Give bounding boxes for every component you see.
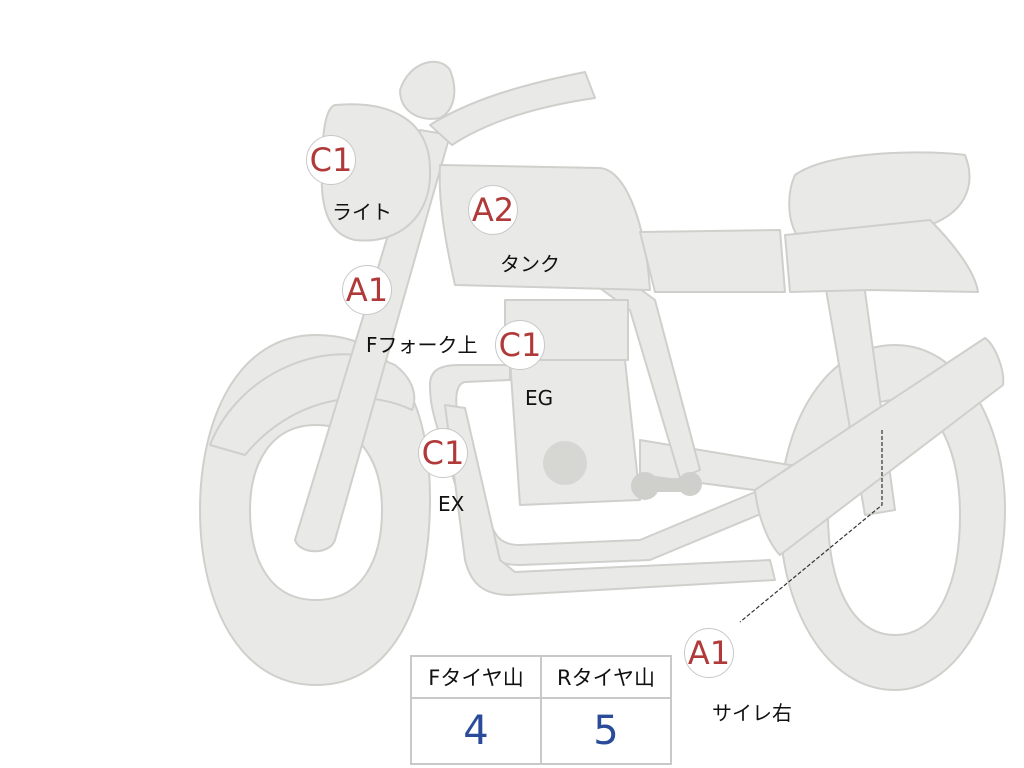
tank-grade-badge: A2 bbox=[468, 185, 518, 235]
light-grade: C1 bbox=[309, 141, 353, 179]
tank-grade: A2 bbox=[471, 191, 515, 229]
handlebar bbox=[429, 71, 596, 146]
engine-cover bbox=[543, 441, 587, 485]
muffler-right-grade: A1 bbox=[687, 634, 731, 672]
tire-tread-table: Fタイヤ山 Rタイヤ山 4 5 bbox=[410, 655, 672, 765]
engine-case bbox=[509, 359, 641, 506]
rear-tire-header: Rタイヤ山 bbox=[540, 655, 672, 699]
front-fork-grade-badge: A1 bbox=[342, 265, 392, 315]
front-fork-grade: A1 bbox=[345, 271, 389, 309]
exhaust-pipe-lower bbox=[444, 404, 776, 596]
front-fork bbox=[294, 129, 451, 553]
muffler bbox=[754, 337, 1005, 556]
tank-label: タンク bbox=[500, 252, 560, 276]
front-fork-label: Fフォーク上 bbox=[366, 333, 478, 357]
front-tire-header: Fタイヤ山 bbox=[410, 655, 542, 699]
muffler-leader-line bbox=[739, 430, 883, 623]
muffler-right-grade-badge: A1 bbox=[684, 628, 734, 678]
rear-tire-value: 5 bbox=[540, 697, 672, 765]
engine-grade-badge: C1 bbox=[495, 320, 545, 370]
seat bbox=[788, 151, 971, 241]
muffler-right-label: サイレ右 bbox=[712, 701, 792, 725]
exhaust-label: EX bbox=[438, 492, 465, 516]
light-label: ライト bbox=[332, 200, 392, 224]
footpeg bbox=[631, 472, 702, 500]
exhaust-grade-badge: C1 bbox=[418, 428, 468, 478]
front-tire-value: 4 bbox=[410, 697, 542, 765]
exhaust-grade: C1 bbox=[421, 434, 465, 472]
engine-grade: C1 bbox=[498, 326, 542, 364]
meter bbox=[399, 60, 456, 120]
tail-cowl bbox=[784, 219, 979, 293]
light-grade-badge: C1 bbox=[306, 135, 356, 185]
engine-label: EG bbox=[525, 386, 554, 410]
side-cover bbox=[639, 229, 786, 293]
